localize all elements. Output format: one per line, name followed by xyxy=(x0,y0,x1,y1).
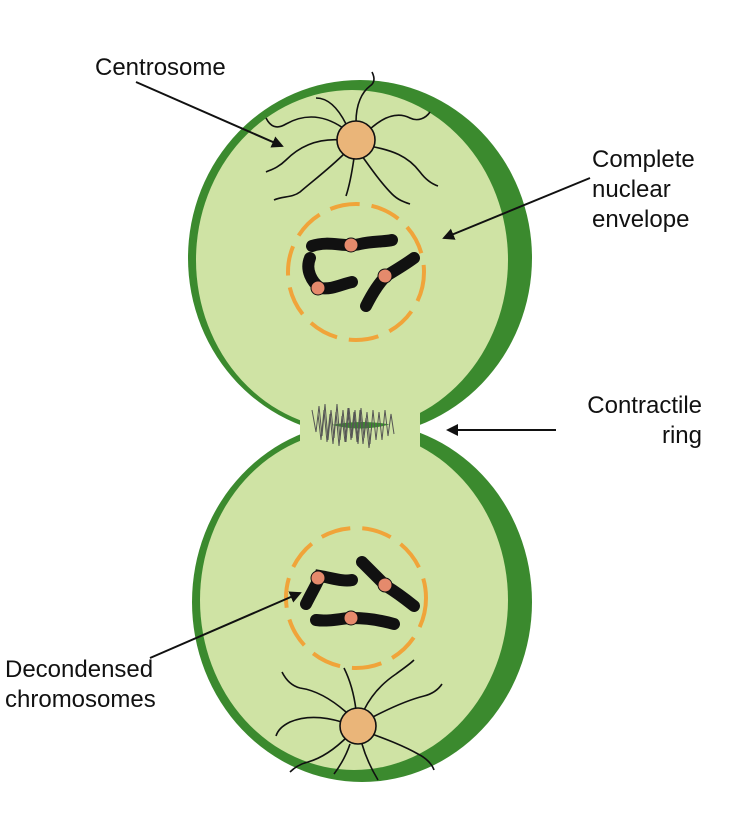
bottom-astral-fibers xyxy=(275,659,443,781)
bottom-centromere-1 xyxy=(310,570,326,586)
top-nuclear-envelope xyxy=(286,202,426,342)
bottom-centrosome xyxy=(275,659,443,781)
centrosome-arrow xyxy=(135,81,284,148)
cleavage-furrow xyxy=(300,412,420,448)
top-astral-fibers xyxy=(265,71,439,205)
centrosome-label: Centrosome xyxy=(95,54,226,81)
top-cell-cytoplasm xyxy=(196,90,508,430)
bottom-centromere-2 xyxy=(377,577,393,593)
bottom-centrosome-body xyxy=(339,707,377,745)
contractile-ring xyxy=(311,403,395,449)
top-centrosome-body xyxy=(336,120,376,160)
chromosomes-label: Decondensed chromosomes xyxy=(5,656,156,713)
bottom-daughter-cell xyxy=(192,422,532,782)
chromosomes-arrow xyxy=(149,591,302,659)
top-centromere-3 xyxy=(377,268,393,284)
bottom-chromosomes xyxy=(300,556,420,630)
nuclear-envelope-label: Complete nuclear envelope xyxy=(592,146,695,233)
contractile-ring-label: Contractile ring xyxy=(587,392,702,449)
top-chromosomes xyxy=(302,234,420,312)
bottom-centromere-3 xyxy=(343,610,359,626)
top-centromere-2 xyxy=(310,280,326,296)
top-centrosome xyxy=(265,71,439,205)
top-centromere-1 xyxy=(343,237,359,253)
nuclear-envelope-arrow xyxy=(442,177,591,240)
label-arrows xyxy=(135,81,591,659)
top-chromosome-1 xyxy=(306,234,398,252)
bottom-cell-cytoplasm xyxy=(200,430,508,770)
